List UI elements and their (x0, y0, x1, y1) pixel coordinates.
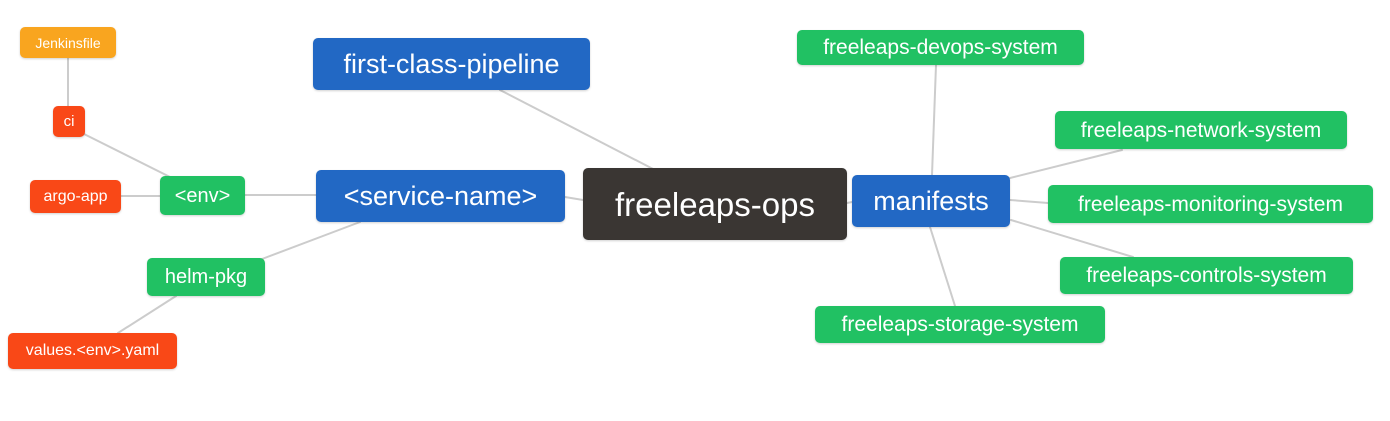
edge-first-class-pipeline-to-freeleaps-ops (499, 89, 656, 171)
edge-ci-to-env (83, 133, 173, 179)
edge-manifests-to-freeleaps-network-system (1009, 149, 1123, 179)
edge-manifests-to-freeleaps-monitoring-system (1009, 199, 1049, 204)
mindmap-node-freeleaps-ops[interactable]: freeleaps-ops (583, 168, 847, 240)
mindmap-node-service-name[interactable]: <service-name> (316, 170, 565, 222)
mindmap-node-freeleaps-devops-system[interactable]: freeleaps-devops-system (797, 30, 1084, 65)
edge-service-name-to-freeleaps-ops (564, 196, 584, 201)
edge-helm-pkg-to-values-env-yaml (117, 295, 177, 334)
mindmap-node-freeleaps-storage-system[interactable]: freeleaps-storage-system (815, 306, 1105, 343)
edge-service-name-to-helm-pkg (261, 221, 361, 260)
mindmap-node-first-class-pipeline[interactable]: first-class-pipeline (313, 38, 590, 90)
mindmap-node-manifests[interactable]: manifests (852, 175, 1010, 227)
mindmap-node-helm-pkg[interactable]: helm-pkg (147, 258, 265, 296)
mindmap-node-values-env-yaml[interactable]: values.<env>.yaml (8, 333, 177, 369)
mindmap-node-jenkinsfile[interactable]: Jenkinsfile (20, 27, 116, 58)
edge-freeleaps-ops-to-manifests (846, 201, 853, 204)
edge-manifests-to-freeleaps-controls-system (1010, 219, 1134, 258)
mindmap-node-env[interactable]: <env> (160, 176, 245, 215)
mindmap-node-argo-app[interactable]: argo-app (30, 180, 121, 213)
mindmap-node-ci[interactable]: ci (53, 106, 85, 137)
mindmap-node-freeleaps-network-system[interactable]: freeleaps-network-system (1055, 111, 1347, 149)
edge-manifests-to-freeleaps-storage-system (929, 226, 956, 307)
mindmap-node-freeleaps-monitoring-system[interactable]: freeleaps-monitoring-system (1048, 185, 1373, 223)
mindmap-node-freeleaps-controls-system[interactable]: freeleaps-controls-system (1060, 257, 1353, 294)
edge-manifests-to-freeleaps-devops-system (931, 64, 937, 176)
